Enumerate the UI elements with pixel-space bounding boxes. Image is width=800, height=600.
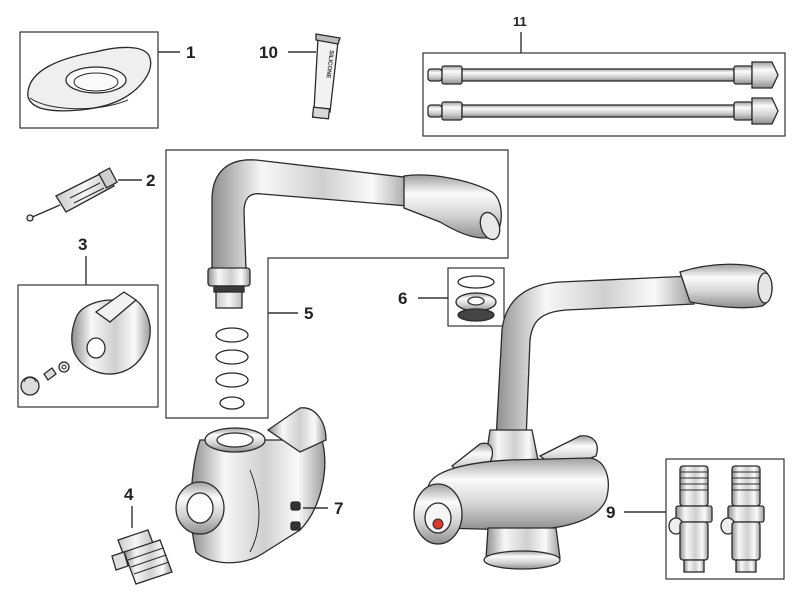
base-plate-hole-inner bbox=[73, 72, 119, 92]
o-ring-1 bbox=[215, 327, 249, 343]
part-2-key-tool: 2 bbox=[26, 167, 155, 222]
hose-top-ferrule bbox=[733, 65, 753, 85]
callout-11: 11 bbox=[513, 14, 527, 29]
hose-bottom-nut bbox=[751, 97, 779, 125]
isolating-valve-2 bbox=[720, 465, 765, 573]
hose-top-braid bbox=[461, 68, 735, 82]
spray-head bbox=[403, 174, 502, 239]
tap-spout-tube bbox=[495, 275, 695, 441]
tap-body-left-port-bore bbox=[186, 492, 214, 524]
hose-top-connector bbox=[441, 65, 463, 85]
hose-bottom bbox=[427, 97, 779, 125]
tap-base-foot bbox=[483, 550, 561, 570]
o-ring-4 bbox=[219, 396, 245, 410]
part-9-frame bbox=[665, 458, 785, 580]
hose-top-nut bbox=[751, 61, 779, 89]
hose-bottom-connector bbox=[441, 101, 463, 121]
callout-3: 3 bbox=[78, 235, 87, 254]
part-3-frame bbox=[17, 284, 159, 408]
lever-hole bbox=[86, 337, 106, 359]
screw-washer bbox=[58, 361, 70, 373]
hose-top bbox=[427, 61, 779, 89]
valve-2-body bbox=[727, 505, 765, 523]
indicator-cap-rim bbox=[23, 377, 37, 383]
lever-fin bbox=[94, 291, 138, 323]
callout-7: 7 bbox=[334, 499, 343, 518]
part-10-silicone-tube: SILICONE 10 bbox=[259, 33, 341, 120]
valve-2-thread-lines bbox=[732, 471, 760, 491]
callout-4: 4 bbox=[124, 485, 134, 504]
handle-screw bbox=[43, 367, 57, 381]
callout-5: 5 bbox=[304, 304, 313, 323]
tube-crimp bbox=[315, 33, 341, 45]
part-1-frame bbox=[19, 31, 159, 129]
valve-2-outlet bbox=[735, 559, 757, 573]
callout-9: 9 bbox=[606, 503, 615, 522]
tool-pin-tip bbox=[26, 214, 34, 222]
isolating-valve-1 bbox=[668, 465, 713, 573]
part-6-bearing-kit: 6 bbox=[398, 267, 505, 327]
tool-handle-grip bbox=[69, 182, 105, 204]
bearing-lower bbox=[457, 308, 495, 322]
spray-head-face bbox=[479, 211, 501, 241]
cartridge-tip bbox=[111, 551, 129, 571]
spout-tube bbox=[211, 159, 413, 271]
assembled-kitchen-tap bbox=[413, 263, 773, 570]
tap-body-lever-stub bbox=[266, 407, 327, 453]
hot-indicator-dot bbox=[432, 518, 444, 530]
base-plate-hole bbox=[65, 66, 127, 94]
spout-bearing bbox=[215, 291, 243, 309]
callout-10: 10 bbox=[259, 43, 278, 62]
spout-collar-ring bbox=[213, 285, 245, 293]
part-5-frame bbox=[165, 149, 509, 419]
tool-handle bbox=[55, 171, 115, 213]
part-6-frame bbox=[447, 267, 505, 327]
valve-2-lower bbox=[731, 521, 761, 561]
grub-screw-2 bbox=[290, 521, 301, 531]
bearing-ring bbox=[457, 275, 495, 289]
spout-collar bbox=[207, 267, 251, 287]
part-1-base-plate: 1 bbox=[19, 31, 195, 129]
tap-hot-handle-face bbox=[424, 502, 452, 534]
o-ring-3 bbox=[215, 372, 249, 388]
part-9-isolating-valves: 9 bbox=[606, 458, 785, 580]
part-3-lever-handle: 3 bbox=[17, 235, 159, 408]
valve-1-body bbox=[675, 505, 713, 523]
screw-washer-hole bbox=[61, 364, 67, 370]
tool-pin bbox=[29, 204, 61, 219]
valve-1-thread-lines bbox=[680, 471, 708, 491]
callout-6: 6 bbox=[398, 289, 407, 308]
part-11-frame bbox=[422, 52, 786, 137]
tap-body-shading bbox=[249, 469, 260, 553]
valve-1-outlet bbox=[683, 559, 705, 573]
cartridge-threads bbox=[127, 547, 170, 575]
grub-screw-1 bbox=[290, 501, 301, 511]
tube-label: SILICONE bbox=[325, 50, 334, 79]
tube-cap bbox=[311, 106, 331, 120]
tap-body-top-bore bbox=[216, 432, 254, 448]
part-4-cartridge: 4 bbox=[111, 485, 173, 585]
hose-bottom-braid bbox=[461, 104, 735, 118]
bearing-bore bbox=[467, 296, 485, 306]
callout-2: 2 bbox=[146, 171, 155, 190]
valve-1-lower bbox=[679, 521, 709, 561]
indicator-cap bbox=[20, 376, 40, 396]
tap-body-exploded bbox=[175, 407, 327, 564]
part-11-flexible-hoses: 11 bbox=[422, 14, 786, 137]
base-plate-edge bbox=[29, 97, 129, 110]
hose-top-pipe-end bbox=[427, 68, 443, 82]
part-7-grub-screws: 7 bbox=[290, 499, 343, 531]
tap-spray-face bbox=[757, 272, 773, 304]
hose-bottom-ferrule bbox=[733, 101, 753, 121]
part-5-spout-assembly: 5 bbox=[165, 149, 509, 419]
callout-1: 1 bbox=[186, 43, 195, 62]
hose-bottom-pipe-end bbox=[427, 104, 443, 118]
o-ring-2 bbox=[215, 349, 249, 365]
tool-cap bbox=[98, 167, 118, 189]
